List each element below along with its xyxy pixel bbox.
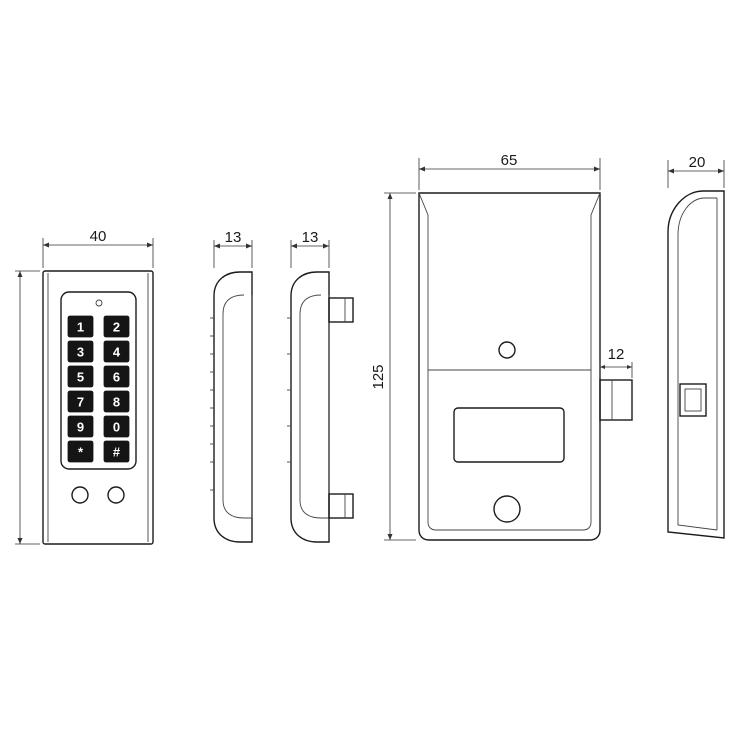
profile-outer [667,190,725,539]
keypad-key-label: 1 [77,320,84,335]
keypad-key: 1 [67,315,94,338]
keypad-key-face [67,440,94,463]
keypad-key-face [103,390,130,413]
lock-bolt [599,379,633,421]
keypad-key-face [103,415,130,438]
mounting-post-top [328,297,354,323]
keypad-key: 9 [67,415,94,438]
dim-label-front-width: 40 [90,228,107,245]
keypad-key-face [103,340,130,363]
keypad-front-view: 1 2 3 4 5 6 7 8 9 0 * # [42,270,154,545]
dim-label-bolt-length: 12 [608,346,625,363]
keypad-key: 4 [103,340,130,363]
dim-label-profile-depth: 20 [689,154,706,171]
keypad-key: * [67,440,94,463]
dim-lock-width: 65 [418,152,601,190]
keypad-key-label: 5 [77,370,84,385]
keypad-key-label: 8 [113,395,120,410]
dim-label-lock-width: 65 [501,152,518,169]
dim-front-height [15,270,40,545]
indicator-led-icon [95,299,103,307]
dim-label-side-depth-2: 13 [302,229,319,246]
profile-inner [677,197,718,531]
keypad-key-label: # [113,445,121,460]
mounting-post-bottom [328,493,354,519]
keypad-outer-body [42,270,154,545]
screw-hole-left [71,486,89,504]
keypad-key-face [103,440,130,463]
keypad-key-label: 7 [77,395,84,410]
keypad-key: 0 [103,415,130,438]
keypad-key-label: 2 [113,320,120,335]
side-view2-inner [299,294,329,519]
side-view-outer [213,271,253,543]
keypad-key-label: 9 [77,420,84,435]
dim-lock-height: 125 [370,192,416,541]
keypad-key: 7 [67,390,94,413]
keypad-key-label: 6 [113,370,120,385]
lock-body-outer [418,192,601,541]
lock-top-hole [498,341,516,359]
keypad-key-label: 0 [113,420,120,435]
keypad-key-face [67,340,94,363]
keypad-panel [60,291,137,470]
keypad-key-label: 4 [113,345,121,360]
keypad-key-label: 3 [77,345,84,360]
lock-body-inner [418,192,601,531]
dim-bolt-length: 12 [599,346,633,378]
profile-bolt-window [679,383,707,417]
keypad-keys: 1 2 3 4 5 6 7 8 9 0 * # [67,315,130,463]
keypad-key: 6 [103,365,130,388]
keypad-key-face [67,315,94,338]
keypad-key-face [67,365,94,388]
keypad-key-face [67,415,94,438]
keypad-key: 2 [103,315,130,338]
keypad-side-view-with-posts [287,271,354,543]
dim-side-depth-1: 13 [213,229,253,268]
dim-label-lock-height: 125 [370,364,387,389]
side-view2-outer [290,271,330,543]
side-view-inner [222,294,252,519]
lock-profile-view [667,190,725,539]
keypad-key: 5 [67,365,94,388]
keypad-side-view [210,271,253,543]
lock-window [453,407,565,463]
screw-hole-right [107,486,125,504]
dim-front-width: 40 [42,228,154,268]
keypad-key-face [103,365,130,388]
keypad-key-face [67,390,94,413]
lock-bottom-hole [493,495,521,523]
dim-profile-depth: 20 [667,154,725,188]
keypad-key: 8 [103,390,130,413]
dim-side-depth-2: 13 [290,229,330,268]
keypad-key: # [103,440,130,463]
keypad-key-label: * [78,445,84,460]
dim-label-side-depth-1: 13 [225,229,242,246]
keypad-key: 3 [67,340,94,363]
lock-body-view [418,192,633,541]
keypad-key-face [103,315,130,338]
